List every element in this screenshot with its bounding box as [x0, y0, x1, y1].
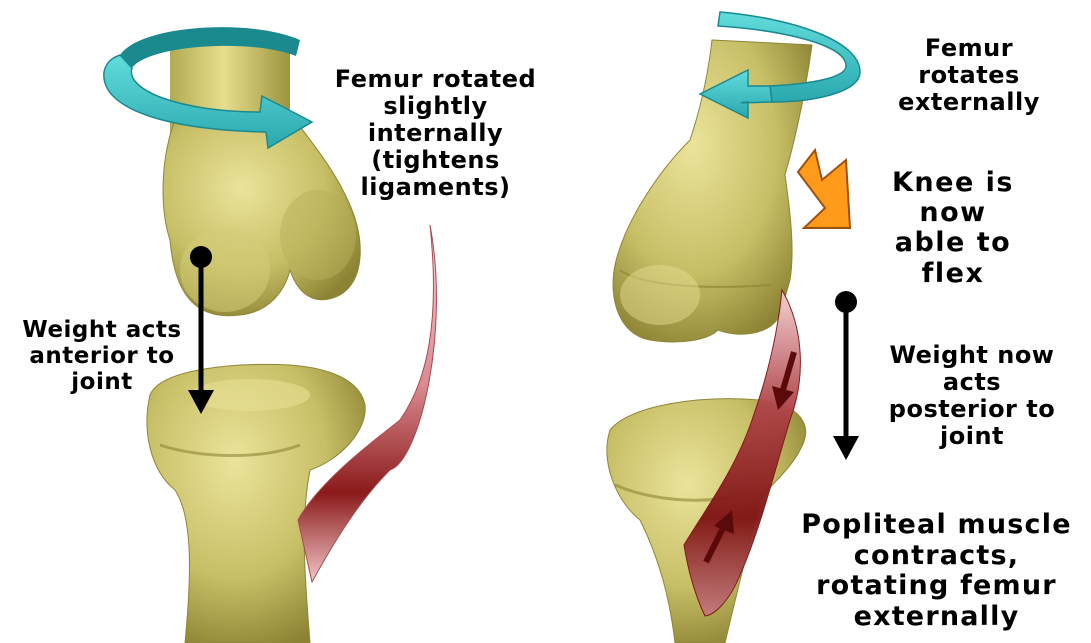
label-line: joint: [872, 423, 1072, 450]
label-line: externally: [782, 602, 1091, 633]
femur-rotates-externally-label: Femur rotates externally: [880, 35, 1058, 116]
label-line: Popliteal muscle: [782, 510, 1091, 541]
label-line: Femur: [880, 35, 1058, 62]
weight-anterior-label: Weight acts anterior to joint: [4, 318, 200, 395]
label-line: Weight now: [872, 342, 1072, 369]
knee-flex-label: Knee is now able to flex: [878, 168, 1028, 289]
label-line: (tightens: [318, 147, 553, 174]
popliteal-muscle-label: Popliteal muscle contracts, rotating fem…: [782, 510, 1091, 632]
label-line: Weight acts: [4, 318, 200, 344]
label-line: externally: [880, 89, 1058, 116]
label-line: internally: [318, 120, 553, 147]
label-line: Knee is: [878, 168, 1028, 198]
label-line: acts: [872, 369, 1072, 396]
label-line: ligaments): [318, 174, 553, 201]
knee-flex-arrow: [798, 150, 850, 228]
label-line: flex: [878, 259, 1028, 289]
right-weight-arrow: [833, 291, 859, 460]
femur-rotated-internally-label: Femur rotated slightly internally (tight…: [318, 66, 553, 200]
label-line: slightly: [318, 93, 553, 120]
label-line: posterior to: [872, 396, 1072, 423]
label-line: rotating femur: [782, 571, 1091, 602]
label-line: now: [878, 198, 1028, 228]
label-line: Femur rotated: [318, 66, 553, 93]
label-line: rotates: [880, 62, 1058, 89]
weight-posterior-label: Weight now acts posterior to joint: [872, 342, 1072, 450]
label-line: contracts,: [782, 541, 1091, 572]
label-line: anterior to: [4, 344, 200, 370]
label-line: joint: [4, 370, 200, 396]
label-line: able to: [878, 228, 1028, 258]
